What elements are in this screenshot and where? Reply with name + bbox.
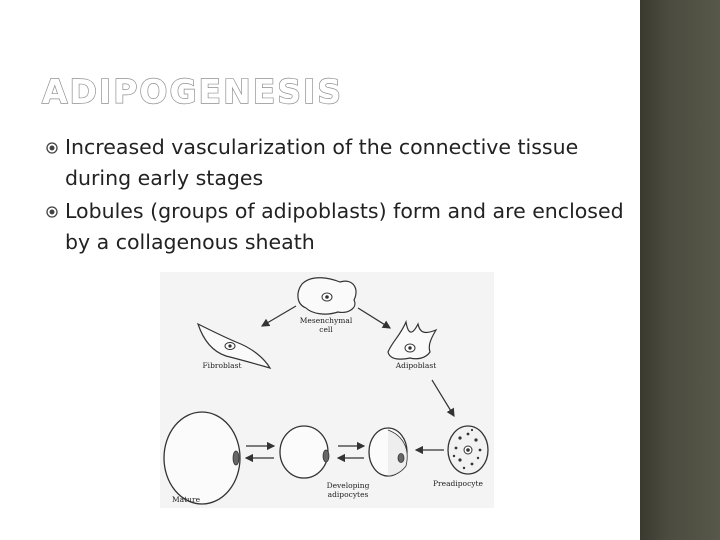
bullet-text: Lobules (groups of adipoblasts) form and… bbox=[65, 199, 624, 254]
adipoblast-drawing bbox=[387, 319, 438, 360]
bullet-circle-icon bbox=[46, 142, 58, 154]
arrow-to-adipoblast bbox=[357, 307, 392, 329]
bullet-item: Increased vascularization of the connect… bbox=[46, 132, 626, 194]
diagram-svg: Mesenchymal cell Fibroblast Adipoblast bbox=[163, 277, 489, 505]
fibroblast-drawing bbox=[196, 322, 272, 369]
label-mesenchymal-cell: cell bbox=[319, 325, 333, 334]
arrow-to-preadipocyte bbox=[431, 379, 455, 418]
bullet-list: Increased vascularization of the connect… bbox=[46, 132, 626, 260]
developing-adipocyte-large-drawing bbox=[279, 425, 330, 479]
label-developing: Developing bbox=[327, 481, 370, 490]
label-mesenchymal: Mesenchymal bbox=[300, 316, 353, 325]
label-adipoblast: Adipoblast bbox=[395, 361, 436, 370]
slide-title: Adipogenesis bbox=[41, 71, 344, 111]
mesenchymal-cell-drawing bbox=[297, 277, 357, 315]
label-developing-adipocytes: adipocytes bbox=[328, 490, 369, 499]
bullet-item: Lobules (groups of adipoblasts) form and… bbox=[46, 196, 626, 258]
bullet-circle-icon bbox=[46, 206, 58, 218]
label-preadipocyte: Preadipocyte bbox=[433, 479, 484, 488]
developing-adipocyte-small-drawing bbox=[368, 427, 408, 477]
preadipocyte-drawing bbox=[447, 425, 489, 475]
label-fibroblast: Fibroblast bbox=[202, 361, 241, 370]
adipogenesis-diagram: Mesenchymal cell Fibroblast Adipoblast bbox=[160, 272, 494, 508]
arrow-to-fibroblast bbox=[260, 305, 297, 327]
mature-adipocyte-drawing bbox=[163, 411, 241, 505]
decorative-side-band bbox=[640, 0, 720, 540]
label-mature: Mature bbox=[172, 495, 201, 504]
bullet-text: Increased vascularization of the connect… bbox=[65, 135, 579, 190]
